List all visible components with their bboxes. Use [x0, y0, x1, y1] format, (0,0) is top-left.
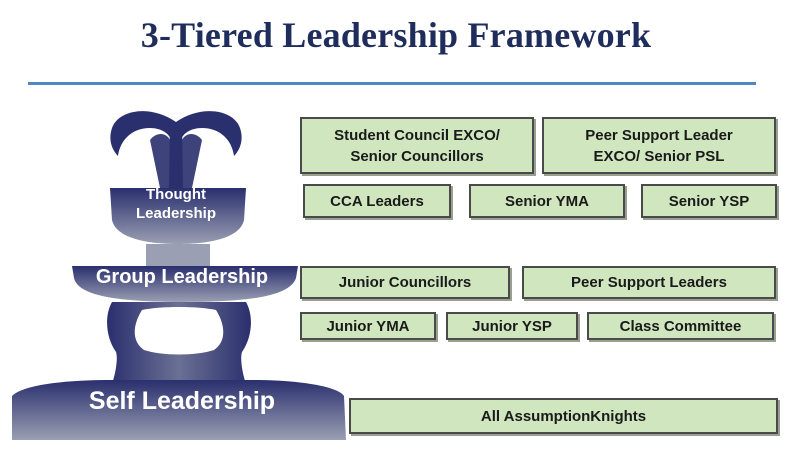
box-junior-yma: Junior YMA: [300, 312, 436, 340]
box-peer-support-exco: Peer Support Leader EXCO/ Senior PSL: [542, 117, 776, 174]
page-title: 3-Tiered Leadership Framework: [140, 15, 652, 55]
box-peer-support-leaders: Peer Support Leaders: [522, 266, 776, 299]
water-spout-icon: [110, 111, 242, 188]
box-student-council-exco: Student Council EXCO/ Senior Councillors: [300, 117, 534, 174]
top-bowl: [110, 188, 246, 244]
box-senior-yma: Senior YMA: [469, 184, 625, 218]
fountain-illustration: [12, 111, 346, 440]
box-class-committee: Class Committee: [587, 312, 774, 340]
box-junior-councillors: Junior Councillors: [300, 266, 510, 299]
upper-stem: [146, 244, 210, 268]
title-divider: [28, 82, 756, 85]
bottom-basin: [12, 380, 346, 440]
lower-stem: [107, 302, 251, 384]
box-senior-ysp: Senior YSP: [641, 184, 777, 218]
tier-group-leadership: Group Leadership: [95, 266, 269, 288]
box-all-assumption-knights: All AssumptionKnights: [349, 398, 778, 434]
box-cca-leaders: CCA Leaders: [303, 184, 451, 218]
tier-self-leadership: Self Leadership: [88, 387, 276, 415]
middle-bowl: [72, 266, 298, 302]
box-junior-ysp: Junior YSP: [446, 312, 578, 340]
tier-thought-leadership: Thought Leadership: [135, 186, 217, 222]
